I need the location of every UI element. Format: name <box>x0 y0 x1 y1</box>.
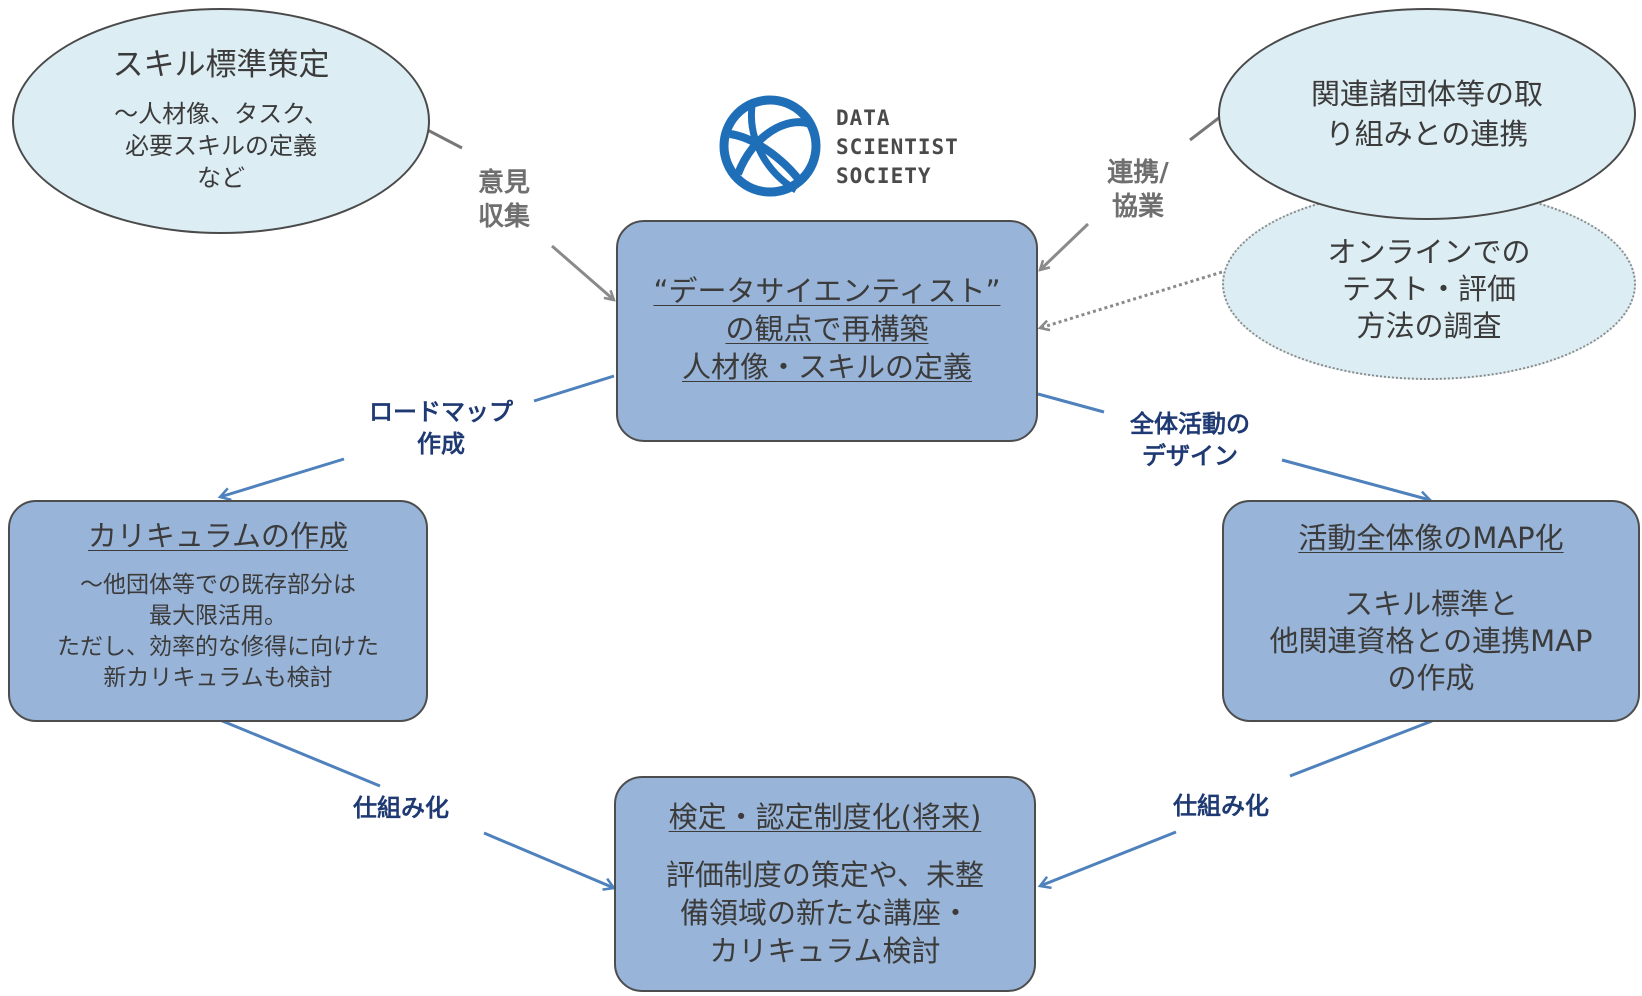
label-line: 作成 <box>417 430 465 458</box>
node-text: 関連諸団体等の取 <box>1310 77 1543 111</box>
arrow-mechanize-right <box>1040 830 1177 886</box>
node-text: ～人材像、タスク、 <box>114 100 328 128</box>
arrow-opinion <box>551 244 614 300</box>
label-mechanize-left: 仕組み化 <box>336 792 466 824</box>
certification-node: 検定・認定制度化(将来) 評価制度の策定や、未整 備領域の新たな講座・ カリキュ… <box>614 776 1036 992</box>
label-roadmap: ロードマップ 作成 <box>356 396 526 460</box>
connector-roadmap <box>533 374 615 403</box>
node-title: 検定・認定制度化(将来) <box>668 800 982 834</box>
label-mechanize-right: 仕組み化 <box>1156 790 1286 822</box>
globe-icon <box>719 95 821 197</box>
node-title: スキル標準策定 <box>112 47 330 83</box>
node-text: 必要スキルの定義 <box>125 132 317 160</box>
node-text: など <box>197 164 245 192</box>
activity-map-node: 活動全体像のMAP化 スキル標準と 他関連資格との連携MAP の作成 <box>1222 500 1640 722</box>
connector-mechanize-right <box>1289 719 1433 778</box>
label-collab: 連携/ 協業 <box>1096 156 1180 224</box>
logo-text: DATA SCIENTIST SOCIETY <box>836 104 959 191</box>
node-title: 活動全体像のMAP化 <box>1298 521 1564 555</box>
label-line: 全体活動の <box>1130 410 1250 438</box>
skill-standard-node: スキル標準策定 ～人材像、タスク、 必要スキルの定義 など <box>12 8 430 234</box>
node-text: 最大限活用。 <box>149 603 287 629</box>
label-line: 意見 <box>477 168 530 198</box>
node-text: り組みとの連携 <box>1325 117 1529 151</box>
node-text: 備領域の新たな講座・ <box>679 896 970 930</box>
connector-mechanize-left <box>219 718 381 788</box>
label-line: 仕組み化 <box>1173 792 1269 820</box>
arrow-roadmap <box>220 457 345 497</box>
label-line: デザイン <box>1142 442 1238 470</box>
node-text: 新カリキュラムも検討 <box>103 665 333 691</box>
connector-design <box>1037 392 1105 414</box>
node-title: カリキュラムの作成 <box>87 519 349 553</box>
label-line: 連携/ <box>1107 158 1169 188</box>
node-text: カリキュラム検討 <box>709 934 941 968</box>
node-text: ～他団体等での既存部分は <box>80 572 356 598</box>
node-text: テスト・評価 <box>1341 272 1516 306</box>
logo-line: SCIENTIST <box>836 135 959 159</box>
node-title: “データサイエンティスト” <box>653 274 1001 308</box>
arrow-collab <box>1040 222 1090 270</box>
arrow-mechanize-left <box>483 831 614 888</box>
label-design: 全体活動の デザイン <box>1110 408 1270 472</box>
node-text: 評価制度の策定や、未整 <box>665 858 985 892</box>
node-text: 他関連資格との連携MAP <box>1269 624 1593 658</box>
label-line: 仕組み化 <box>353 794 449 822</box>
node-text: オンラインでの <box>1327 235 1531 269</box>
node-title: の観点で再構築 <box>725 312 929 346</box>
arrow-design <box>1281 458 1430 500</box>
node-text: の作成 <box>1387 661 1475 695</box>
node-title: 人材像・スキルの定義 <box>681 350 972 384</box>
related-orgs-node: 関連諸団体等の取 り組みとの連携 <box>1218 8 1636 220</box>
label-line: ロードマップ <box>369 398 513 426</box>
dss-logo: DATA SCIENTIST SOCIETY <box>718 94 958 197</box>
curriculum-node: カリキュラムの作成 ～他団体等での既存部分は 最大限活用。 ただし、効率的な修得… <box>8 500 428 722</box>
node-text: 方法の調査 <box>1356 309 1502 343</box>
label-line: 収集 <box>477 202 530 232</box>
center-node: “データサイエンティスト” の観点で再構築 人材像・スキルの定義 <box>616 220 1038 442</box>
logo-line: DATA <box>836 106 891 130</box>
online-test-node: オンラインでの テスト・評価 方法の調査 <box>1222 188 1636 380</box>
node-text: スキル標準と <box>1343 587 1518 621</box>
connector-related-orgs <box>1189 115 1221 142</box>
arrow-online-test <box>1040 270 1223 328</box>
node-text: ただし、効率的な修得に向けた <box>57 634 379 660</box>
label-line: 協業 <box>1111 192 1164 222</box>
label-opinion: 意見 収集 <box>468 166 540 234</box>
logo-line: SOCIETY <box>836 164 932 188</box>
